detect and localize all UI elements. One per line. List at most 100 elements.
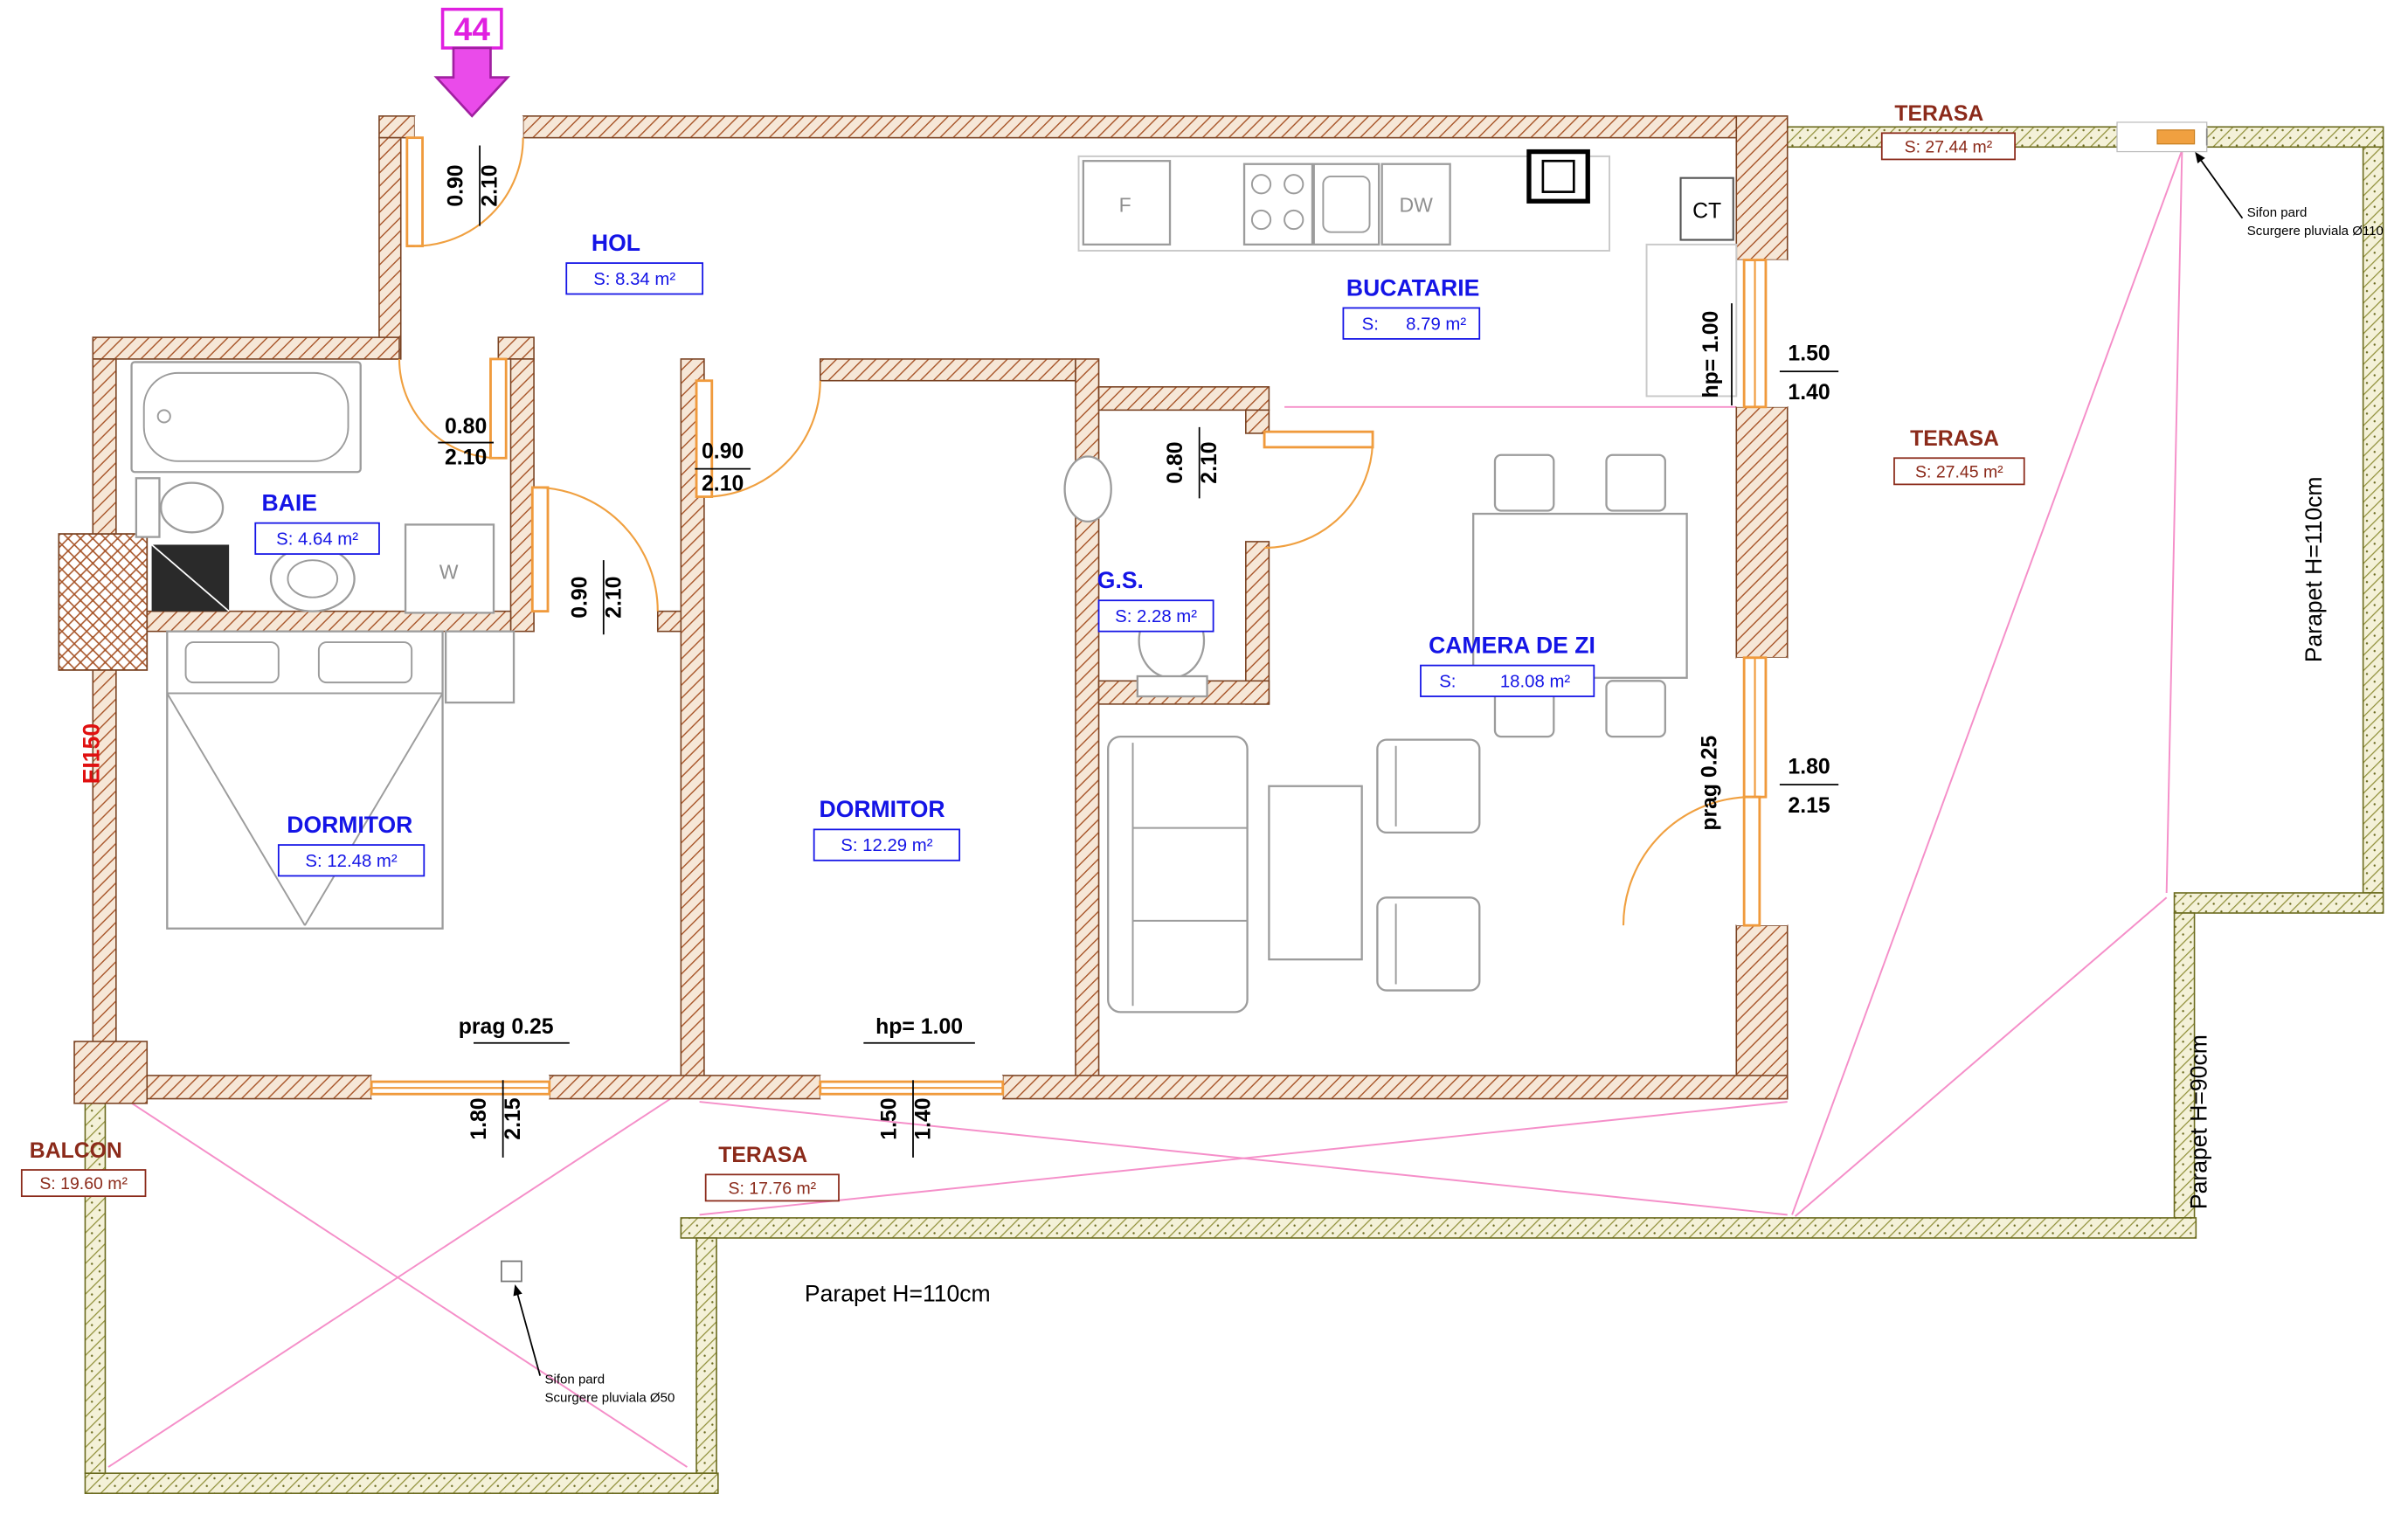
dim-gs-door-width: 0.80 [1164,441,1187,483]
armchair [1376,896,1481,992]
structural-walls [58,115,1789,1104]
dim-dormitor2-door-height: 2.10 [702,472,744,495]
kitchen-counter [1077,155,1611,252]
dim-baie-door-width: 0.80 [445,415,487,439]
annotations: Sifon pard Scurgere pluviala Ø110 Sifon … [78,151,2384,1406]
toilet-baie [135,477,225,538]
roof-drain-top [2116,121,2208,153]
dim-terrace-door-threshold: prag 0.25 [1698,736,1721,831]
room-label-bucatarie: BUCATARIE [1346,274,1479,301]
dim-entrance-height: 2.10 [479,164,502,206]
room-label-baie: BAIE [262,489,317,515]
nightstand [444,630,516,704]
fridge: F [1082,160,1172,246]
area-box-hol [565,262,704,295]
dishwasher: DW [1380,163,1451,246]
dormitor2-window [819,1075,1005,1099]
area-box-baie [254,522,380,555]
dim-balcon-door-width: 1.80 [467,1097,491,1139]
area-box-dormitor1 [277,844,426,877]
balcon-door [370,1075,551,1099]
kitchen-sink [1312,163,1380,246]
dim-dormitor2-window-width: 1.50 [878,1097,902,1139]
hood-unit [1526,149,1590,204]
shower-unit [151,543,230,612]
drain-top-arrow-icon [2195,151,2244,219]
dim-terrace-door-width: 1.80 [1788,756,1830,779]
area-box-balcon [20,1169,147,1198]
area-terasa-bottom: S: 17.76 m² [729,1179,817,1198]
area-gs: S: 2.28 m² [1115,607,1197,626]
dormitor2-door [695,379,821,498]
area-bucatarie: 8.79 m² [1406,315,1466,334]
dim-entrance-width: 0.90 [445,164,468,206]
boiler-label: CT [1692,200,1721,224]
dim-dormitor2-door-width: 0.90 [702,439,744,463]
dishwasher-label: DW [1399,194,1433,217]
room-labels: HOL S: 8.34 m² BAIE S: 4.64 m² BUCATARIE… [20,102,2025,1202]
fire-wall-ei150 [58,533,149,671]
room-label-balcon: BALCON [30,1139,122,1163]
parapet-bottom-label: Parapet H=110cm [805,1281,991,1307]
area-box-terasa-right [1893,457,2025,486]
area-box-bucatarie [1342,307,1481,340]
room-label-camera-de-zi: CAMERA DE ZI [1429,632,1595,658]
room-label-terasa-bottom: TERASA [718,1144,807,1167]
room-label-dormitor2: DORMITOR [820,796,945,822]
gs-door [1263,430,1374,550]
area-terasa-right: S: 27.45 m² [1915,462,2003,481]
room-label-terasa-top: TERASA [1894,102,1983,126]
note-drain-balcon-line2: Scurgere pluviala Ø50 [544,1391,675,1406]
kitchen-counter-side [1645,243,1738,398]
sofa [1107,735,1249,1013]
dim-gs-door-height: 2.10 [1198,441,1221,483]
area-hol: S: 8.34 m² [593,270,675,289]
parapet-right-label: Parapet H=110cm [2301,476,2327,662]
dim-balcon-door-threshold: prag 0.25 [459,1015,554,1039]
coffee-table [1268,785,1363,961]
area-balcon: S: 19.60 m² [39,1174,128,1193]
stove [1242,163,1314,246]
dimension-labels: 0.90 2.10 0.80 2.10 0.90 2.10 0.90 2.10 … [438,145,1839,1158]
area-dormitor2: S: 12.29 m² [841,836,932,855]
area-box-dormitor2 [813,828,961,861]
bed [166,630,444,930]
dim-dormitor2-window-sill: hp= 1.00 [875,1015,963,1039]
sink-baie [269,545,356,612]
dim-terrace-door-height: 2.15 [1788,794,1830,818]
dormitor1-door [530,486,659,613]
dim-baie-door-height: 2.10 [445,446,487,469]
sink-gs [1063,455,1112,523]
armchair [1376,738,1481,834]
dim-dormitor1-door-width: 0.90 [568,577,592,619]
fridge-label: F [1119,194,1131,217]
kitchen-fixtures: F DW CT [1077,149,1738,398]
entrance-marker: 44 [433,7,510,118]
area-box-camera-de-zi [1420,664,1595,697]
entrance-arrow-icon [433,46,510,118]
dining-table [1472,453,1688,738]
marker-number: 44 [454,10,491,47]
dim-kitchen-window-sill: hp= 1.00 [1699,311,1723,398]
area-terasa-top: S: 27.44 m² [1905,137,1993,156]
dim-dormitor2-window-height: 1.40 [911,1097,935,1139]
area-camera-de-zi: 18.08 m² [1500,672,1571,691]
room-label-hol: HOL [592,230,640,256]
entrance-door [405,115,524,248]
washing-machine: W [404,523,495,614]
note-drain-balcon-line1: Sifon pard [544,1372,605,1387]
bathtub [130,361,362,474]
kitchen-window [1736,259,1788,409]
area-box-terasa-bottom [704,1173,840,1202]
note-drain-top-line2: Scurgere pluviala Ø110 [2247,224,2384,239]
area-prefix-bucatarie: S: [1362,315,1379,334]
note-drain-top-line1: Sifon pard [2247,205,2308,220]
room-label-dormitor1: DORMITOR [287,812,412,838]
area-dormitor1: S: 12.48 m² [305,852,397,871]
washing-machine-label: W [439,560,459,583]
room-label-gs: G.S. [1097,567,1144,593]
fire-rating-label: EI150 [78,723,104,784]
parapet-right-lower-label: Parapet H=90cm [2186,1034,2212,1209]
